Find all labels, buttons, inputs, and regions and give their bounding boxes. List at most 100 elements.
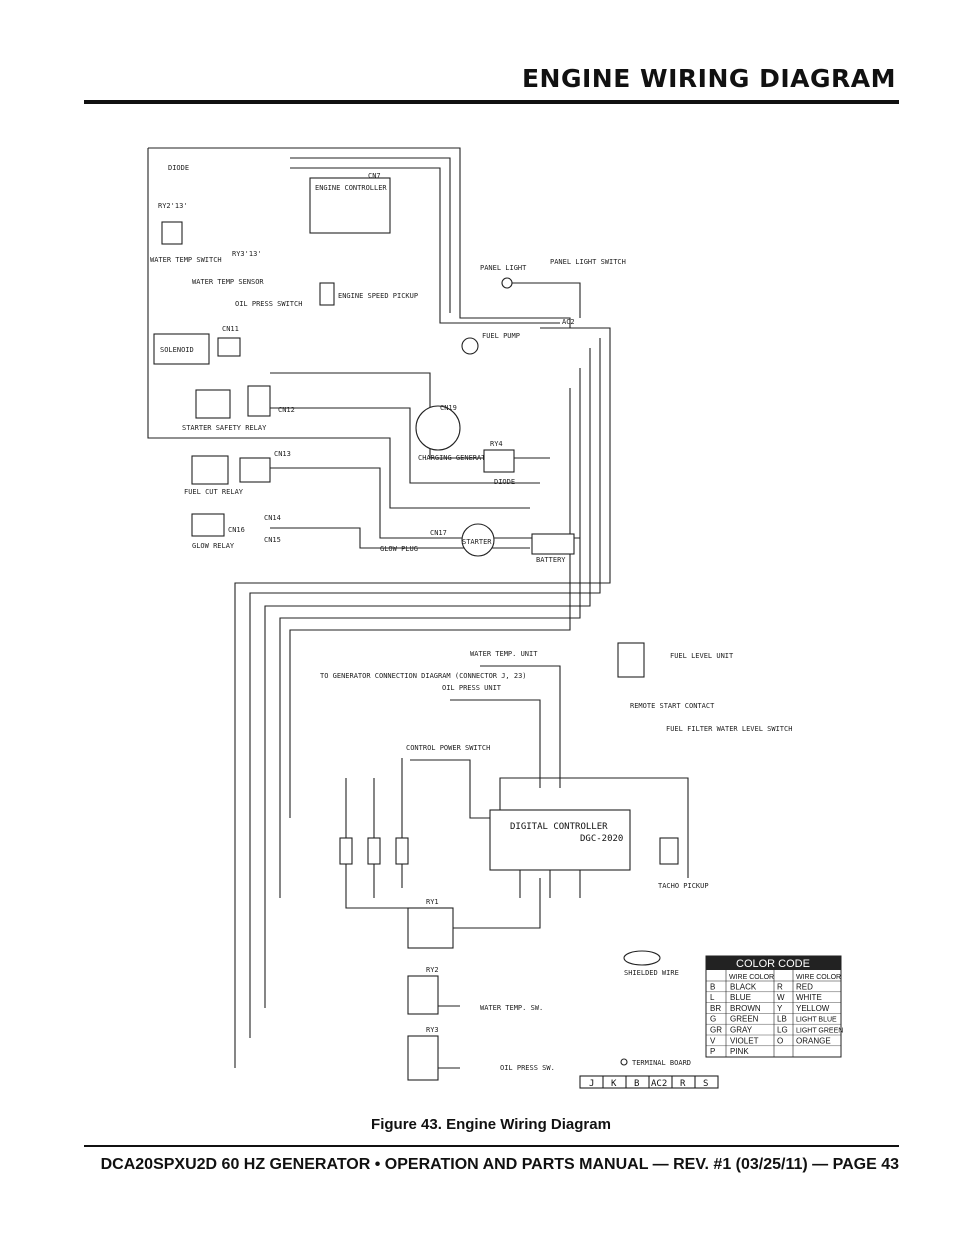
cn16-label: CN16 [228, 526, 245, 534]
solenoid-box [153, 333, 210, 365]
oil-press-unit-wire [450, 699, 541, 788]
panel-light-wire [512, 282, 581, 318]
ry1-relay [407, 907, 454, 949]
controller-wires [499, 777, 689, 898]
water-temp-sw-label: WATER TEMP. SW. [480, 1004, 543, 1012]
color-code-right-name: LIGHT BLUE [796, 1017, 837, 1024]
starter-safety-relay-label: STARTER SAFETY RELAY [182, 424, 267, 432]
fuel-level-connector [617, 642, 645, 678]
oil-press-switch-label: OIL PRESS SWITCH [235, 300, 302, 308]
color-code-left-code: GR [710, 1026, 722, 1035]
terminal-board-icon [620, 1058, 628, 1066]
glow-plug-label: GLOW PLUG [380, 545, 418, 553]
color-code-title: COLOR CODE [736, 958, 810, 970]
wiring-diagram: DIODE ENGINE CONTROLLER CN7 RY2'13' RY3'… [147, 147, 843, 1089]
cn13-label: CN13 [274, 450, 291, 458]
shielded-wire-symbol [623, 950, 661, 966]
cn11-connector [217, 337, 241, 357]
terminal-j: J [589, 1079, 594, 1089]
ac2-label: AC2 [562, 318, 575, 326]
shielded-wire-label: SHIELDED WIRE [624, 969, 679, 977]
color-code-left-code: B [710, 982, 715, 991]
color-code-left-code: P [710, 1047, 715, 1056]
mid-harness-3 [270, 437, 530, 509]
figure-caption: Figure 43. Engine Wiring Diagram [371, 1116, 611, 1133]
color-code-left-name: BLACK [730, 982, 757, 991]
color-code-right-name: WHITE [796, 993, 822, 1002]
solenoid-label: SOLENOID [160, 346, 194, 354]
starter-motor [461, 523, 495, 557]
water-temp-sensor-label: WATER TEMP SENSOR [192, 278, 264, 286]
color-code-left-name: PINK [730, 1047, 749, 1056]
terminal-r: R [680, 1079, 686, 1089]
digital-controller [489, 809, 631, 871]
color-code-left-name: GRAY [730, 1026, 753, 1035]
top-bus-wire [290, 157, 560, 324]
dgc-model-label: DGC-2020 [580, 834, 623, 844]
ry4-label: RY4 [490, 440, 503, 448]
engine-controller-label: ENGINE CONTROLLER [315, 184, 387, 192]
right-col-header: WIRE COLOR [796, 974, 841, 981]
color-code-left-name: VIOLET [730, 1036, 759, 1045]
control-power-wire [410, 759, 495, 819]
terminal-b: B [634, 1079, 639, 1089]
glow-relay [191, 513, 225, 537]
cn12-label: CN12 [278, 406, 295, 414]
color-code-right-name: LIGHT GREEN [796, 1028, 843, 1035]
relay-wires [438, 878, 541, 1069]
water-temp-unit-label: WATER TEMP. UNIT [470, 650, 538, 658]
speed-pickup [319, 282, 335, 306]
ry2-label: RY2 [426, 966, 439, 974]
lower-trunk-wire-1 [249, 338, 601, 1038]
color-code-left-code: V [710, 1036, 716, 1045]
fuse-wires [345, 758, 440, 909]
cn15-label: CN15 [264, 536, 281, 544]
ry3-relay [407, 1035, 439, 1081]
tacho-pickup [659, 837, 679, 865]
cn14-label: CN14 [264, 514, 281, 522]
oil-press-sw-label: OIL PRESS SW. [500, 1064, 555, 1072]
outer-loop-wire [147, 147, 571, 439]
mid-harness-2 [270, 407, 540, 484]
lower-trunk-wire-3 [279, 368, 581, 898]
color-code-right-name: ORANGE [796, 1036, 831, 1045]
color-code-right-code: R [777, 982, 783, 991]
panel-light [501, 277, 513, 289]
color-code-right-code: LG [777, 1026, 788, 1035]
speed-pickup-label: ENGINE SPEED PICKUP [338, 292, 418, 300]
color-code-right-name: RED [796, 982, 813, 991]
terminal-s: S [703, 1079, 708, 1089]
battery [531, 533, 575, 555]
ry1-label: RY1 [426, 898, 439, 906]
starter-label: STARTER [462, 538, 492, 546]
water-temp-unit-wire [480, 665, 561, 788]
terminal-ac2: AC2 [651, 1079, 667, 1089]
color-code-right-code: Y [777, 1004, 783, 1013]
cn13-connector [239, 457, 271, 483]
ry2-13-label: RY2'13' [158, 202, 188, 210]
terminal-board-label: TERMINAL BOARD [632, 1059, 691, 1067]
tacho-pickup-label: TACHO PICKUP [658, 882, 709, 890]
engine-controller-box [309, 177, 391, 234]
fuse-1 [339, 837, 353, 865]
color-code-left-name: GREEN [730, 1015, 759, 1024]
ry4-relay [483, 449, 515, 473]
fuel-pump-label: FUEL PUMP [482, 332, 520, 340]
terminal-k: K [611, 1079, 617, 1089]
ry3-label: RY3 [426, 1026, 439, 1034]
right-trunk-wire [234, 327, 611, 1068]
ry2-relay [407, 975, 439, 1015]
color-code-left-code: BR [710, 1004, 721, 1013]
color-code-left-name: BLUE [730, 993, 751, 1002]
color-code-right-code: O [777, 1036, 783, 1045]
battery-label: BATTERY [536, 556, 566, 564]
to-generator-label: TO GENERATOR CONNECTION DIAGRAM (CONNECT… [320, 672, 527, 680]
cn19-label: CN19 [440, 404, 457, 412]
starter-safety-relay [195, 389, 231, 419]
cn17-label: CN17 [430, 529, 447, 537]
cn11-label: CN11 [222, 325, 239, 333]
color-code-left-name: BROWN [730, 1004, 761, 1013]
footer-rule [84, 1145, 899, 1147]
lower-trunk-wire-4 [289, 388, 571, 818]
page-footer: DCA20SPXU2D 60 HZ GENERATOR • OPERATION … [100, 1156, 899, 1173]
